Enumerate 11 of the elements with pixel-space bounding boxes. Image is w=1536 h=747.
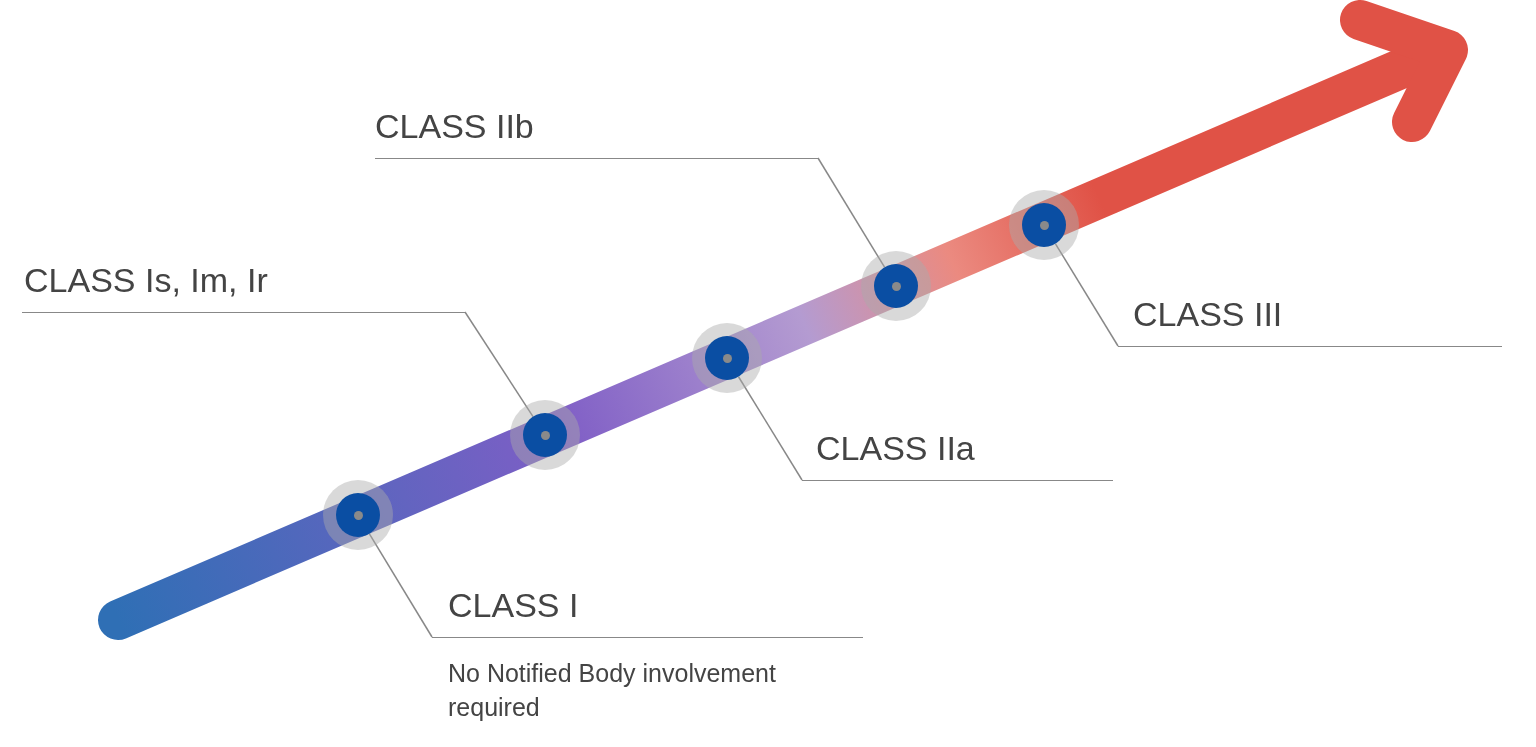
leader-line (737, 376, 803, 481)
leader-line (1054, 243, 1119, 347)
leader-line (368, 533, 433, 638)
leader-line (464, 311, 534, 418)
class-label: CLASS Is, Im, Ir (22, 260, 465, 313)
class-label: CLASS IIa (802, 428, 1113, 481)
note-text: No Notified Body involvement required (448, 658, 777, 723)
leader-line (817, 157, 886, 268)
class-label: CLASS III (1118, 294, 1502, 347)
class-label: CLASS I (432, 585, 863, 638)
class-label: CLASS IIb (375, 106, 818, 159)
